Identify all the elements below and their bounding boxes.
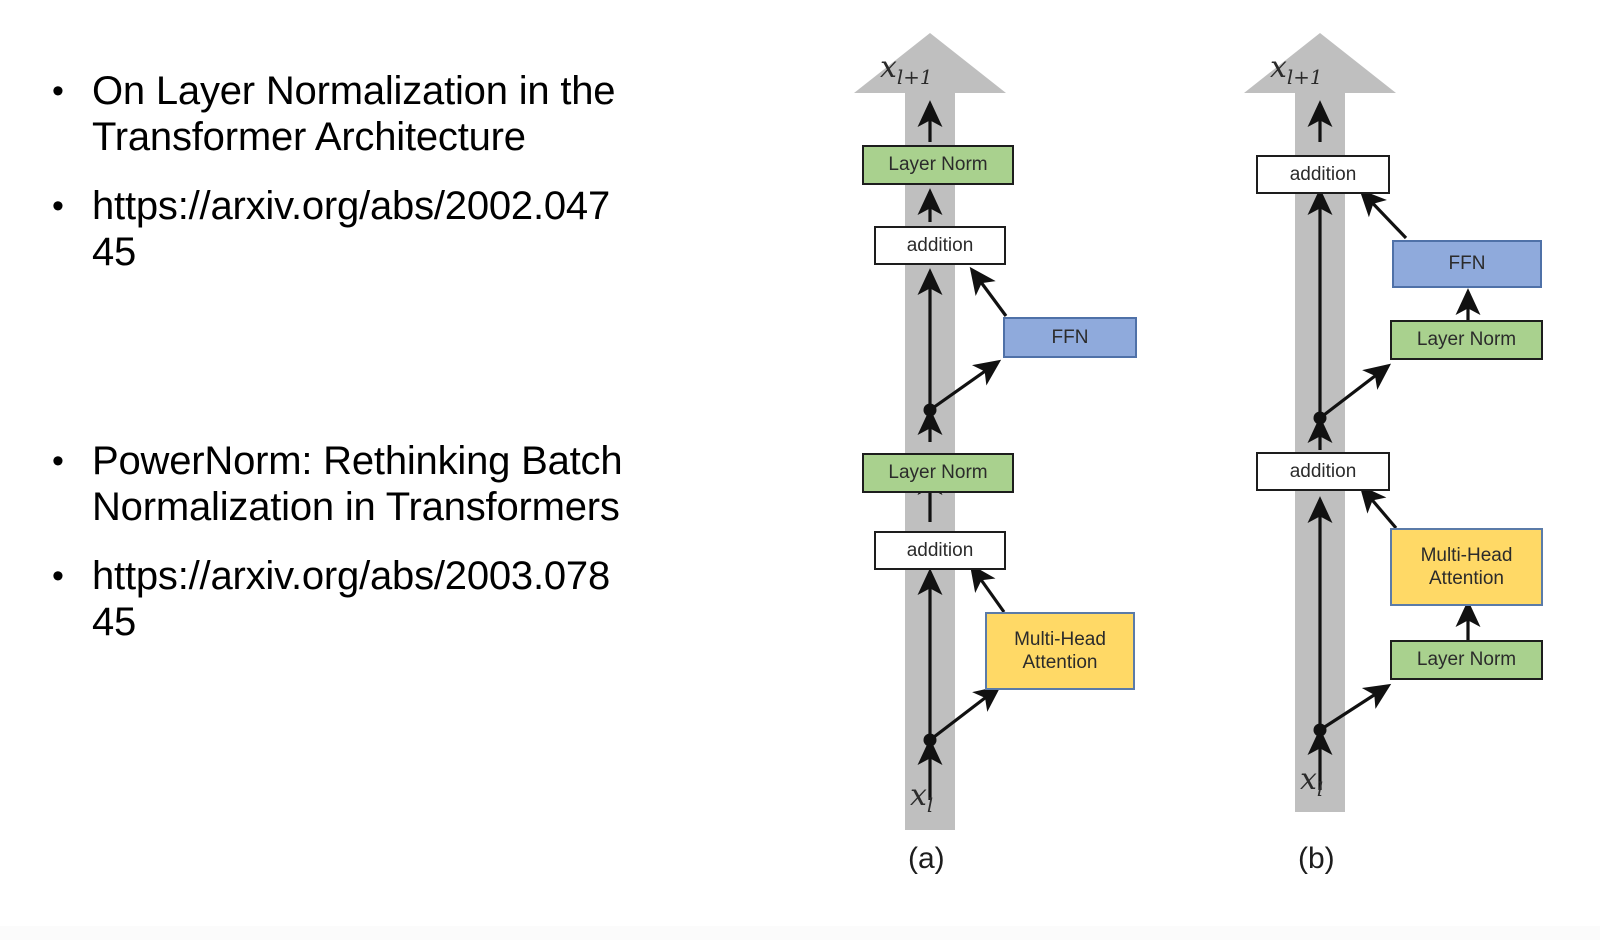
node-label: FFN	[1448, 253, 1486, 275]
node-label: Layer Norm	[888, 462, 988, 484]
bullet-text: PowerNorm: Rethinking Batch Normalizatio…	[92, 439, 623, 530]
node-label: Layer Norm	[1416, 649, 1517, 671]
input-label-a: xl	[910, 778, 934, 817]
slide-text-column: • On Layer Normalization in the Transfor…	[30, 68, 800, 668]
node-label: addition	[906, 234, 974, 256]
node-addition-mid-b[interactable]: addition	[1256, 452, 1390, 491]
node-multi-head-attention-a[interactable]: Multi-Head Attention	[985, 612, 1135, 690]
node-ffn-a[interactable]: FFN	[1003, 317, 1137, 358]
panel-caption-b: (b)	[1298, 842, 1335, 875]
bullet-group-paper-2: • PowerNorm: Rethinking Batch Normalizat…	[30, 438, 800, 668]
bullet-marker-icon: •	[52, 556, 64, 595]
list-item: • https://arxiv.org/abs/2003.078 45	[30, 553, 800, 646]
list-item: • PowerNorm: Rethinking Batch Normalizat…	[30, 438, 800, 531]
bullet-link-text[interactable]: https://arxiv.org/abs/2003.078 45	[92, 553, 611, 645]
node-label: Layer Norm	[1416, 329, 1517, 351]
list-item: • https://arxiv.org/abs/2002.047 45	[30, 183, 800, 276]
node-label: FFN	[1051, 326, 1089, 348]
node-label: addition	[1289, 163, 1357, 185]
bullet-text: On Layer Normalization in the Transforme…	[92, 69, 616, 160]
diagram-panel-b: addition FFN Layer Norm addition Multi-H…	[1210, 0, 1600, 940]
output-label-a: xl+1	[880, 50, 933, 89]
backbone-arrowhead-a	[854, 33, 1006, 93]
node-layer-norm-attention-b[interactable]: Layer Norm	[1390, 640, 1543, 680]
node-ffn-b[interactable]: FFN	[1392, 240, 1542, 288]
node-label: addition	[1289, 460, 1357, 482]
node-label-line-2: Attention	[1429, 568, 1504, 589]
node-addition-top-b[interactable]: addition	[1256, 155, 1390, 194]
transformer-architecture-figure: Layer Norm addition FFN Layer Norm addit…	[820, 0, 1600, 940]
node-label: Layer Norm	[888, 154, 988, 176]
node-layer-norm-ffn-b[interactable]: Layer Norm	[1390, 320, 1543, 360]
node-label: addition	[906, 539, 974, 561]
node-multi-head-attention-b[interactable]: Multi-Head Attention	[1390, 528, 1543, 606]
bullet-group-paper-1: • On Layer Normalization in the Transfor…	[30, 68, 800, 298]
backbone-arrowhead-b	[1244, 33, 1396, 93]
node-label-line-1: Multi-Head	[1014, 628, 1106, 650]
slide-bottom-band	[0, 926, 1600, 940]
node-layer-norm-top-a[interactable]: Layer Norm	[862, 145, 1014, 185]
panel-caption-a: (a)	[908, 842, 945, 875]
node-addition-bottom-a[interactable]: addition	[874, 531, 1006, 570]
bullet-marker-icon: •	[52, 442, 64, 481]
bullet-link-text[interactable]: https://arxiv.org/abs/2002.047 45	[92, 183, 611, 275]
node-label-line-1: Multi-Head	[1420, 544, 1513, 566]
node-label-line-2: Attention	[1022, 652, 1098, 673]
bullet-marker-icon: •	[52, 186, 64, 225]
list-item: • On Layer Normalization in the Transfor…	[30, 68, 800, 161]
input-label-b: xl	[1300, 762, 1324, 801]
output-label-b: xl+1	[1270, 50, 1323, 89]
node-addition-top-a[interactable]: addition	[874, 226, 1006, 265]
bullet-marker-icon: •	[52, 72, 64, 111]
node-layer-norm-mid-a[interactable]: Layer Norm	[862, 453, 1014, 493]
diagram-panel-a: Layer Norm addition FFN Layer Norm addit…	[820, 0, 1210, 940]
